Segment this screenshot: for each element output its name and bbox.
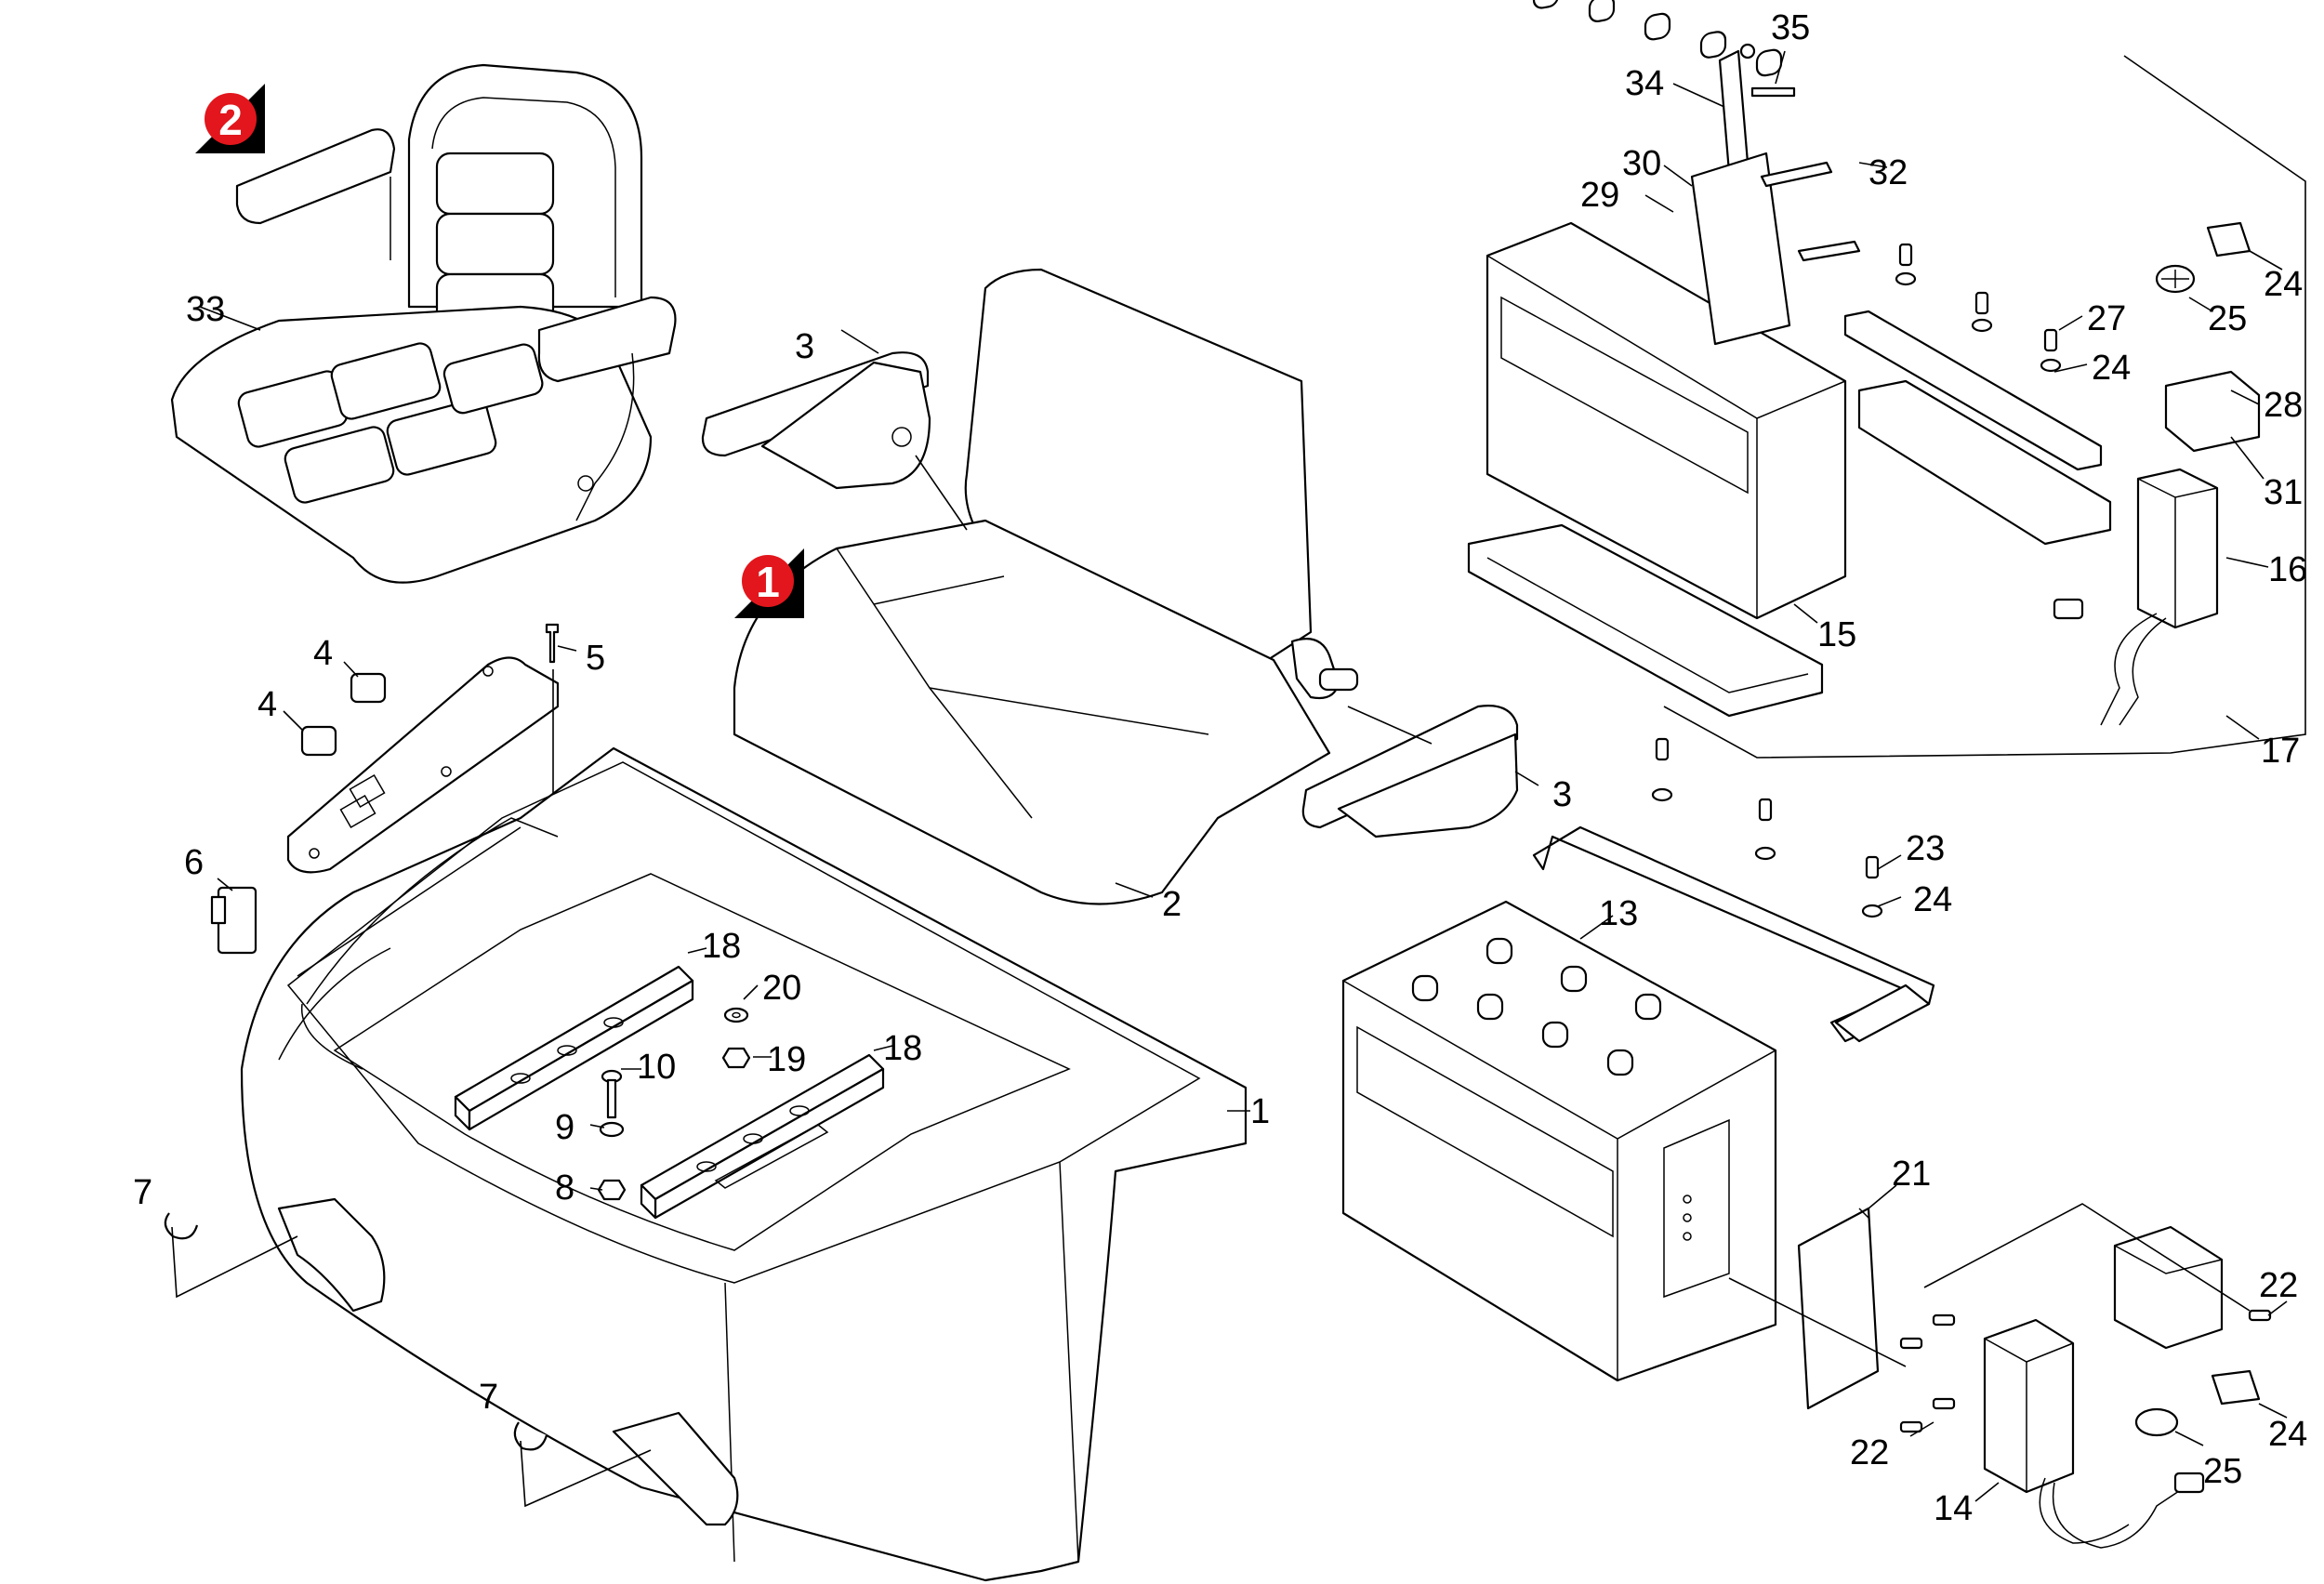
bracket-17-frame [1663,55,2306,759]
grommet-25-lower[interactable] [2134,1407,2179,1437]
label-1: 1 [1250,1092,1270,1131]
label-15: 15 [1817,615,1856,654]
label-6: 6 [184,843,204,882]
bracket-34[interactable] [1690,49,1791,346]
rail-18-right[interactable] [640,1053,885,1220]
label-25a: 25 [2208,299,2247,338]
mounting-bar[interactable] [1843,310,2112,546]
badge-2: 2 [195,84,265,153]
charger-16[interactable] [2053,468,2219,726]
label-24b: 24 [2092,349,2131,388]
grommet-25-upper[interactable] [2155,264,2196,294]
screw-35[interactable] [1739,43,1796,98]
label-23: 23 [1906,829,1945,868]
switch-6[interactable] [210,886,257,955]
label-24d: 24 [2268,1415,2307,1454]
label-13: 13 [1599,894,1638,933]
charger-14[interactable] [1983,1318,2205,1549]
seat-cushion-2[interactable] [733,268,1359,905]
housing-22[interactable] [2113,1225,2224,1350]
label-31: 31 [2264,473,2303,512]
label-32: 32 [1868,153,1908,192]
label-5: 5 [586,639,605,678]
clip-7-lower[interactable] [513,1421,548,1451]
label-17: 17 [2261,732,2300,771]
label-22a: 22 [2259,1266,2298,1305]
label-28: 28 [2264,386,2303,425]
screws-23[interactable] [1651,737,1883,918]
cover-28[interactable] [2164,370,2261,453]
label-3a: 3 [795,327,814,366]
rail-18-left[interactable] [454,965,694,1131]
label-14: 14 [1934,1489,1973,1528]
label-33: 33 [186,290,225,329]
label-4b: 4 [257,685,277,724]
label-22b: 22 [1850,1433,1889,1472]
battery-13[interactable] [1341,900,1777,1382]
badge-1: 1 [734,548,804,618]
part-labels: 35 34 30 32 29 24 25 27 24 28 31 16 15 1… [133,8,2307,1528]
washer-9[interactable] [599,1121,625,1138]
label-24a: 24 [2264,265,2303,304]
nut-8[interactable] [597,1179,627,1201]
label-7a: 7 [133,1173,152,1212]
label-18a: 18 [702,927,741,966]
battery-box-15[interactable] [1486,0,1847,620]
label-20: 20 [762,969,801,1008]
label-21: 21 [1892,1155,1931,1194]
leader-lines [171,50,2288,1508]
seat-assembly-33[interactable] [170,63,677,584]
holddown-bar[interactable] [1532,825,1935,1043]
label-7b: 7 [479,1378,498,1417]
label-25b: 25 [2203,1452,2242,1491]
label-35: 35 [1771,8,1810,47]
badge-1-text: 1 [756,558,780,606]
label-27: 27 [2087,299,2126,338]
badge-1-circle [742,555,794,607]
plate-32[interactable] [1760,161,1861,262]
label-9: 9 [555,1108,574,1147]
badge-2-text: 2 [218,96,243,144]
hardware-24-upper[interactable] [2206,221,2251,257]
label-8: 8 [555,1168,574,1208]
armrest-3-right[interactable] [1301,705,1519,838]
clip-7-upper[interactable] [164,1212,199,1240]
bolt-19[interactable] [721,1047,751,1069]
screws-22[interactable] [1899,1309,2272,1433]
armrest-3-left[interactable] [701,351,931,490]
label-3b: 3 [1552,775,1572,814]
label-2: 2 [1162,885,1182,924]
label-18b: 18 [883,1029,922,1068]
label-24c: 24 [1913,880,1952,919]
label-4a: 4 [313,634,333,673]
label-29: 29 [1580,176,1619,215]
plate-21[interactable] [1797,1207,1880,1410]
screws-27[interactable] [1895,243,2062,373]
badge-2-circle [205,93,257,145]
label-30: 30 [1622,144,1661,183]
label-10: 10 [637,1048,676,1087]
label-16: 16 [2268,550,2307,589]
label-34: 34 [1625,64,1664,103]
label-19: 19 [767,1040,806,1079]
washer-20[interactable] [723,1007,749,1023]
bolt-10[interactable] [601,1069,623,1119]
hardware-24-lower[interactable] [2211,1369,2261,1406]
battery-tray-15[interactable] [1467,523,1824,718]
